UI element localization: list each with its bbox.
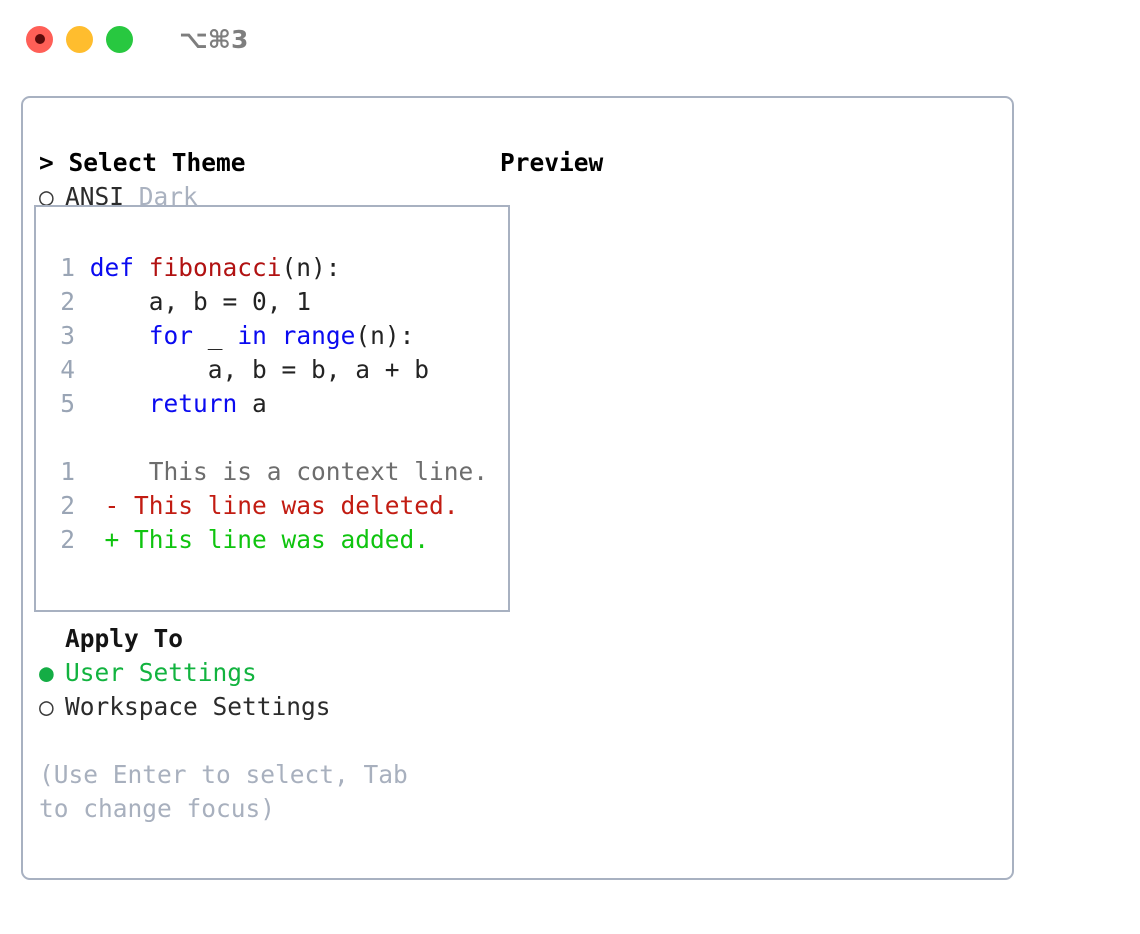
diff-line-number: 2 — [60, 525, 75, 554]
code-token — [90, 321, 149, 350]
apply-to-header: Apply To — [39, 622, 479, 656]
keyboard-hint-text: (Use Enter to select, Tab to change focu… — [39, 760, 423, 823]
diff-line-text: This line was deleted. — [134, 491, 459, 520]
close-button[interactable] — [26, 25, 53, 53]
select-theme-header: > Select Theme — [39, 148, 246, 177]
code-token: range — [281, 321, 356, 350]
code-diff-separator — [49, 421, 488, 455]
code-line: 4 a, b = b, a + b — [49, 353, 488, 387]
code-gutter-space — [75, 389, 90, 418]
diff-line-text: This line was added. — [134, 525, 430, 554]
code-token — [90, 389, 149, 418]
diff-sample: 1 This is a context line.2 - This line w… — [49, 455, 488, 557]
code-line-number: 1 — [60, 253, 75, 282]
code-line-number: 5 — [60, 389, 75, 418]
radio-selected-icon[interactable]: ● — [39, 658, 54, 687]
radio-unselected-icon[interactable]: ○ — [39, 182, 54, 211]
diff-line-text: This is a context line. — [134, 457, 489, 486]
diff-line: 2 - This line was deleted. — [49, 489, 488, 523]
apply-to-indent — [39, 622, 65, 656]
code-token: _ — [193, 321, 238, 350]
code-token — [267, 321, 282, 350]
hint-spacer — [39, 724, 479, 758]
diff-marker: - — [75, 491, 135, 520]
code-token: def — [89, 253, 149, 282]
code-gutter-space — [75, 321, 90, 350]
diff-line: 1 This is a context line. — [49, 455, 488, 489]
radio-unselected-icon[interactable]: ○ — [39, 692, 54, 721]
diff-marker: + — [75, 525, 135, 554]
code-line: 2 a, b = 0, 1 — [49, 285, 488, 319]
code-line-number: 3 — [60, 321, 75, 350]
code-token: a, b = 0, 1 — [89, 287, 312, 316]
code-gutter-space — [75, 253, 90, 282]
code-token: (n): — [355, 321, 415, 350]
code-token: in — [237, 321, 267, 350]
minimize-button[interactable] — [66, 25, 93, 53]
code-token: return — [148, 389, 238, 418]
code-token: a, b = b, a + b — [89, 355, 430, 384]
code-line-number: 2 — [60, 287, 75, 316]
diff-line-number: 1 — [60, 457, 75, 486]
code-line: 1 def fibonacci(n): — [49, 251, 488, 285]
code-line: 5 return a — [49, 387, 488, 421]
recording-dot-icon — [34, 34, 45, 44]
preview-column: Preview — [500, 146, 1000, 180]
diff-line: 2 + This line was added. — [49, 523, 488, 557]
code-line: 3 for _ in range(n): — [49, 319, 488, 353]
code-line-number: 4 — [60, 355, 75, 384]
keyboard-shortcut-label: ⌥⌘3 — [179, 24, 249, 54]
code-token: for — [148, 321, 194, 350]
apply-to-option[interactable]: ○ Workspace Settings — [39, 690, 479, 724]
code-token: fibonacci — [148, 253, 282, 282]
theme-selector-panel: > Select Theme ○ANSI Dark○Atom One Dark○… — [21, 96, 1014, 880]
diff-line-number: 2 — [60, 491, 75, 520]
apply-to-option-label: User Settings — [65, 658, 257, 687]
code-gutter-space — [75, 355, 90, 384]
diff-marker — [75, 457, 134, 486]
maximize-button[interactable] — [106, 25, 133, 53]
title-bar: ⌥⌘3 — [0, 0, 1140, 78]
apply-to-options[interactable]: ● User Settings ○ Workspace Settings — [39, 656, 479, 724]
code-token: a — [237, 389, 267, 418]
window-controls — [26, 25, 133, 53]
apply-to-option[interactable]: ● User Settings — [39, 656, 479, 690]
code-token: (n): — [281, 253, 341, 282]
code-gutter-space — [75, 287, 90, 316]
preview-title: Preview — [500, 148, 604, 177]
apply-to-option-label: Workspace Settings — [65, 692, 331, 721]
